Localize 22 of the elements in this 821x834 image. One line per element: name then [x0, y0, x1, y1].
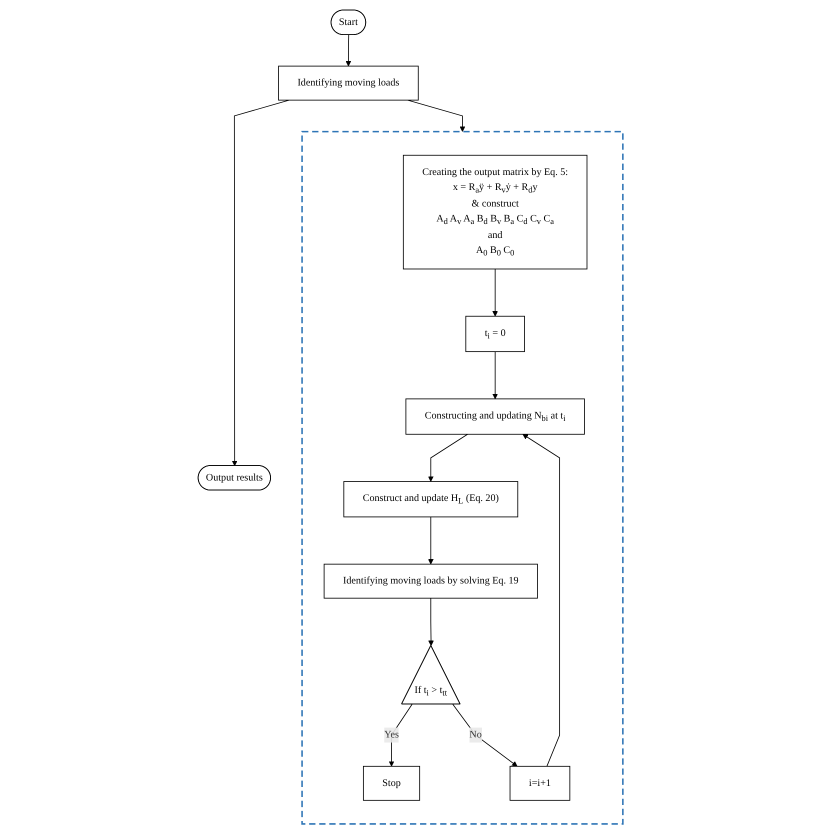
arrow	[492, 268, 498, 316]
arrow	[522, 434, 560, 767]
arrow	[407, 100, 466, 132]
node-box: Creating the output matrix by Eq. 5: x = R$_{a}$ÿ + R$_{v}$ẏ + R$_{d}$y & construct A$_{d}$ A$_{v}$ A$_{a}$ B$_{d}$ B$_{v}$ B$_{a}$ C$_{d}$ C$_{v}$ C$_{a}$ and A$_{0}$ B$_{0}$ C$_{0}$	[402, 154, 588, 270]
node-box: Constructing and updating N$_{bi}$ at t$_{i}$	[405, 398, 585, 435]
arrow	[232, 100, 290, 466]
arrow	[428, 598, 434, 646]
node-box: Stop	[362, 766, 420, 801]
edge-label: Yes	[384, 729, 399, 740]
node-box: i=i+1	[510, 766, 570, 801]
arrow	[452, 704, 518, 767]
node-box: Identifying moving loads	[278, 66, 419, 101]
edge-label: No	[469, 729, 482, 740]
arrow	[346, 34, 352, 66]
cluster	[301, 130, 624, 825]
node-box: Construct and update H$_{L}$ (Eq. 20)	[343, 481, 518, 518]
node-box: t$_{i}$ = 0	[465, 316, 525, 352]
node-box: Identifying moving loads by solving Eq. 19	[324, 564, 538, 599]
arrow	[388, 704, 413, 767]
arrow	[492, 351, 498, 400]
arrow	[428, 516, 434, 564]
arrow	[428, 434, 468, 482]
